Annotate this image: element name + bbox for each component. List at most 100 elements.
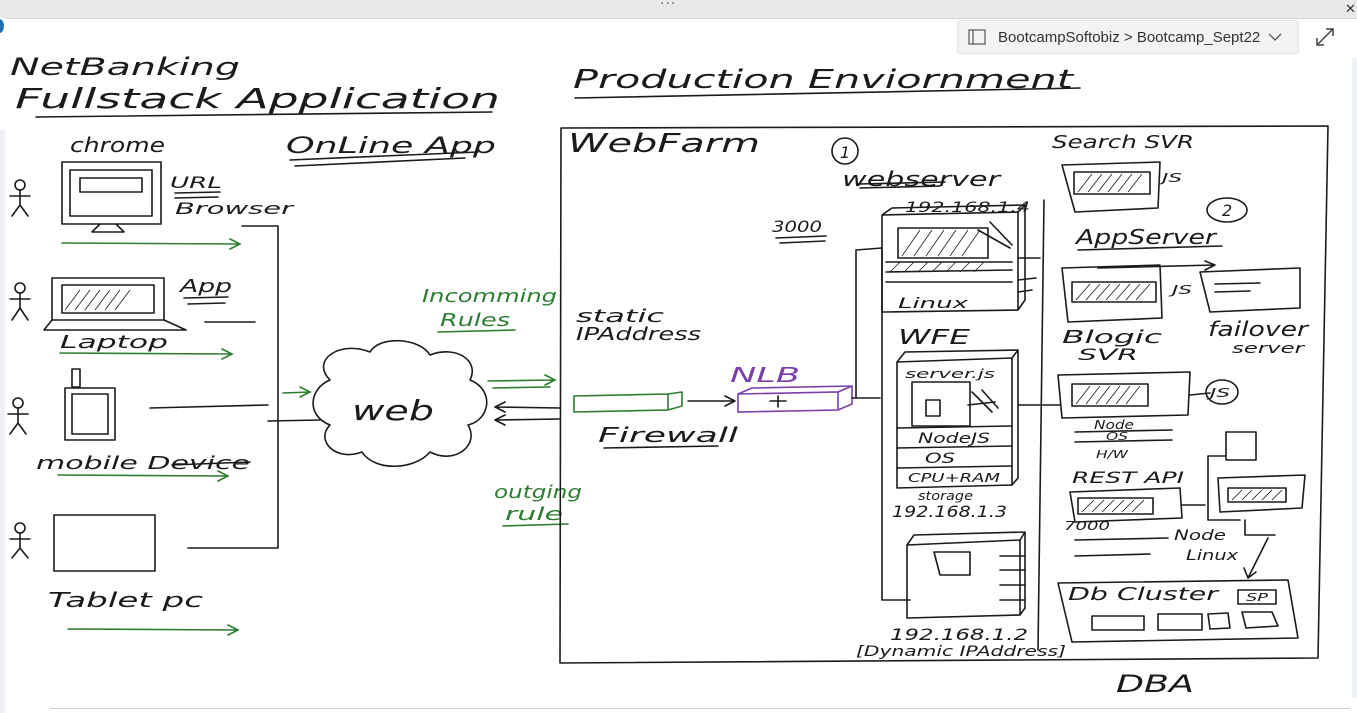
url-underline	[174, 191, 221, 199]
wfe-hw-label: CPU+RAM	[908, 471, 1001, 485]
app-title-line2: Fullstack Application	[15, 82, 500, 115]
notebook-icon	[968, 29, 986, 45]
webserver-rack-icon	[881, 204, 1026, 313]
dynamic-ip-label: [Dynamic IPAddress]	[856, 644, 1066, 660]
app-underline	[183, 296, 229, 305]
webfarm-boundary	[559, 125, 1329, 664]
more-options-icon[interactable]: ···	[660, 0, 677, 12]
client-chrome-label: chrome	[70, 133, 165, 157]
static-ip-line2: IPAddress	[576, 324, 701, 345]
incoming-arrow	[282, 386, 312, 398]
restapi-label: REST API	[1072, 468, 1184, 487]
blogic-line2: SVR	[1078, 345, 1138, 364]
restapi-stack-lines	[1074, 537, 1169, 557]
client-tablet: Tablet pc	[9, 514, 240, 636]
nlb-icon	[737, 384, 853, 413]
expand-icon[interactable]	[1313, 25, 1337, 49]
environment-underline	[574, 87, 1081, 99]
green-arrow	[57, 470, 230, 482]
node-label: Node	[1094, 418, 1134, 432]
notebook-indicator-icon	[0, 19, 4, 33]
incoming-rules-line2: Rules	[440, 310, 510, 331]
firewall-to-nlb-arrow	[687, 395, 736, 407]
firewall-icon	[573, 391, 683, 413]
node-js-label: JS	[1206, 386, 1230, 400]
outgoing-arrow	[494, 401, 561, 426]
blogic-js-label: JS	[1168, 283, 1192, 297]
node-os-label: OS	[1106, 430, 1128, 443]
node-hw-label: H/W	[1096, 448, 1130, 461]
client-mobile-label: mobile Device	[36, 453, 250, 474]
client-connector	[149, 225, 279, 549]
green-arrow	[59, 348, 234, 360]
green-arrow	[67, 624, 240, 636]
port-3000-underline	[775, 235, 827, 244]
client-app-label: App	[179, 276, 232, 297]
outgoing-rule-underline	[502, 523, 569, 527]
chevron-down-icon[interactable]	[1268, 32, 1282, 42]
failover-line2: server	[1232, 341, 1306, 357]
left-scroll-strip	[0, 130, 5, 713]
node-stack-lines	[1074, 429, 1173, 443]
breadcrumb-text: BootcampSoftobiz > Bootcamp_Sept22	[998, 28, 1261, 46]
db-cluster-icon	[1057, 579, 1299, 643]
desktop-monitor-icon	[61, 161, 162, 233]
client-mobile: mobile Device	[7, 368, 250, 482]
wfe-ip-label: 192.168.1.3	[892, 502, 1007, 521]
badge-1-label: 1	[840, 143, 850, 162]
badge-1: 1	[831, 137, 859, 165]
search-server-icon	[1061, 161, 1161, 213]
blogic-line1: Blogic	[1062, 327, 1162, 348]
db-cluster-label: Db Cluster	[1068, 584, 1221, 605]
web-cloud: web	[312, 339, 488, 468]
incoming-rules-underline	[437, 329, 516, 333]
wfe-server-js-label: server.js	[905, 367, 995, 381]
restapi-to-db-arrow	[1243, 537, 1269, 579]
badge-2: 2	[1206, 197, 1248, 223]
wfe-storage-label: storage	[918, 489, 973, 503]
static-ip-line1: static	[576, 306, 664, 327]
client-laptop: App Laptop	[9, 276, 234, 360]
client-chrome: chrome URL Browser	[9, 133, 296, 250]
environment-title: Production Enviornment	[573, 65, 1074, 95]
client-url-label: URL	[170, 173, 222, 192]
notebook-breadcrumb[interactable]: BootcampSoftobiz > Bootcamp_Sept22	[957, 20, 1299, 54]
failover-server-icon	[1199, 267, 1301, 313]
wfe-server-icon	[896, 349, 1019, 489]
app-title-line1: NetBanking	[10, 53, 240, 81]
wfe-os-label: OS	[925, 451, 955, 467]
horizontal-scrollbar[interactable]	[50, 708, 1350, 709]
failover-line1: failover	[1208, 317, 1310, 341]
laptop-icon	[43, 277, 187, 331]
web-link-line	[267, 419, 321, 422]
firewall-underline	[603, 445, 719, 449]
restapi-secondary-icon	[1207, 431, 1306, 536]
person-icon	[7, 397, 29, 435]
nlb-to-servers-line	[851, 247, 911, 601]
db-server-icon	[906, 531, 1026, 619]
badge-2-label: 2	[1222, 201, 1232, 220]
appserver-underline	[1077, 245, 1223, 251]
vertical-scrollbar[interactable]	[1352, 58, 1357, 698]
port-7000-label: 7000	[1064, 519, 1111, 533]
node-server-icon	[1057, 371, 1239, 419]
webserver-os-label: Linux	[898, 296, 969, 312]
client-browser-label: Browser	[175, 199, 296, 218]
incoming-arrow	[487, 374, 557, 389]
port-3000-label: 3000	[772, 217, 822, 236]
webserver-to-appserver-line	[1017, 257, 1041, 293]
tier-divider	[1037, 199, 1045, 651]
db-ip-label: 192.168.1.2	[890, 625, 1028, 644]
search-js-label: JS	[1158, 171, 1182, 185]
tablet-icon	[53, 514, 156, 572]
close-icon[interactable]: ✕	[1345, 2, 1356, 17]
wfe-nodejs-label: NodeJS	[918, 431, 990, 447]
online-app-label: OnLine App	[286, 134, 496, 159]
webfarm-label: WebFarm	[568, 129, 760, 159]
client-tablet-label: Tablet pc	[48, 588, 203, 612]
window-top-bar: ···	[0, 0, 1357, 19]
dba-label: DBA	[1116, 670, 1194, 698]
outgoing-rule-line1: outging	[494, 482, 582, 503]
linux-label: Linux	[1186, 548, 1239, 564]
webserver-underline	[857, 181, 946, 189]
